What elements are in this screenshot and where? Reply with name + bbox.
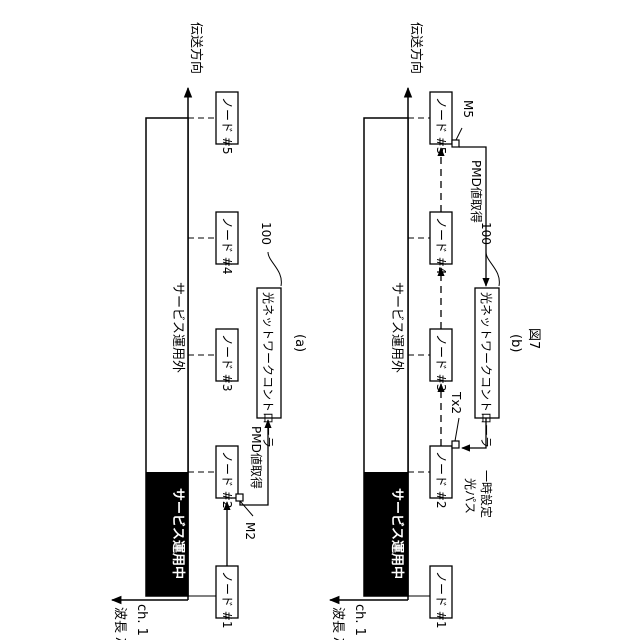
panel-b: 伝送方向 波長 λ ch. 1 サービス運用中 サービス運用外 ノード #5 ノ… <box>330 22 523 640</box>
node-label: ノード #1 <box>434 571 448 629</box>
monitor-m2 <box>236 494 243 501</box>
pmd-label: PMD値取得 <box>469 160 484 223</box>
node-box: ノード #5 <box>430 92 452 155</box>
node-label: ノード #5 <box>434 97 448 155</box>
path-note: 一時設定 <box>479 470 494 518</box>
monitor-label: M5 <box>461 100 475 118</box>
node-box: ノード #3 <box>430 329 452 392</box>
node-box: ノード #4 <box>430 212 452 275</box>
axis-direction-label: 伝送方向 <box>188 22 204 74</box>
controller-ref: 100 <box>259 222 273 245</box>
node-label: ノード #2 <box>434 451 448 509</box>
node-label: ノード #3 <box>220 334 234 392</box>
out-of-service-label: サービス運用外 <box>389 282 404 373</box>
controller-leader <box>268 252 281 286</box>
node-box: ノード #2 <box>216 446 238 509</box>
path-note: 光パス <box>463 478 477 514</box>
node-guides <box>408 118 430 472</box>
out-of-service-label: サービス運用外 <box>170 282 185 373</box>
transmitter-tx2 <box>452 441 459 448</box>
node-label: ノード #4 <box>220 217 234 275</box>
figure-label: 図7 <box>526 328 541 349</box>
node-guides <box>188 118 216 472</box>
node-label: ノード #2 <box>220 451 234 509</box>
panel-caption: (a) <box>292 334 307 352</box>
node-label: ノード #3 <box>434 334 448 392</box>
axis-wavelength-label: 波長 λ <box>330 607 345 640</box>
node-box: ノード #1 <box>430 566 452 629</box>
panel-a: 伝送方向 波長 λ ch. 1 サービス運用中 サービス運用外 ノード #5 ノ… <box>112 22 307 640</box>
monitor-m5 <box>452 140 459 147</box>
node-box: ノード #1 <box>216 566 238 629</box>
controller-label: 光ネットワークコントローラ <box>261 292 275 448</box>
tx-leader <box>455 418 459 441</box>
monitor-label: M2 <box>243 522 257 540</box>
node-box: ノード #3 <box>216 329 238 392</box>
monitor-leader <box>456 128 462 140</box>
node-label: ノード #1 <box>220 571 234 629</box>
node-label: ノード #5 <box>220 97 234 155</box>
controller-leader <box>486 252 499 286</box>
panel-caption: (b) <box>508 334 523 352</box>
channel-label: ch. 1 <box>352 604 367 636</box>
axis-direction-label: 伝送方向 <box>408 22 424 74</box>
channel-label: ch. 1 <box>134 604 149 636</box>
axis-wavelength-label: 波長 λ <box>112 607 127 640</box>
node-box: ノード #2 <box>430 446 452 509</box>
tx-label: Tx2 <box>449 391 463 414</box>
node-box: ノード #5 <box>216 92 238 155</box>
node-box: ノード #4 <box>216 212 238 275</box>
monitor-leader <box>240 501 253 516</box>
controller-ref: 100 <box>479 222 493 245</box>
in-service-label: サービス運用中 <box>389 488 405 579</box>
node-label: ノード #4 <box>434 217 448 275</box>
in-service-label: サービス運用中 <box>170 488 186 579</box>
